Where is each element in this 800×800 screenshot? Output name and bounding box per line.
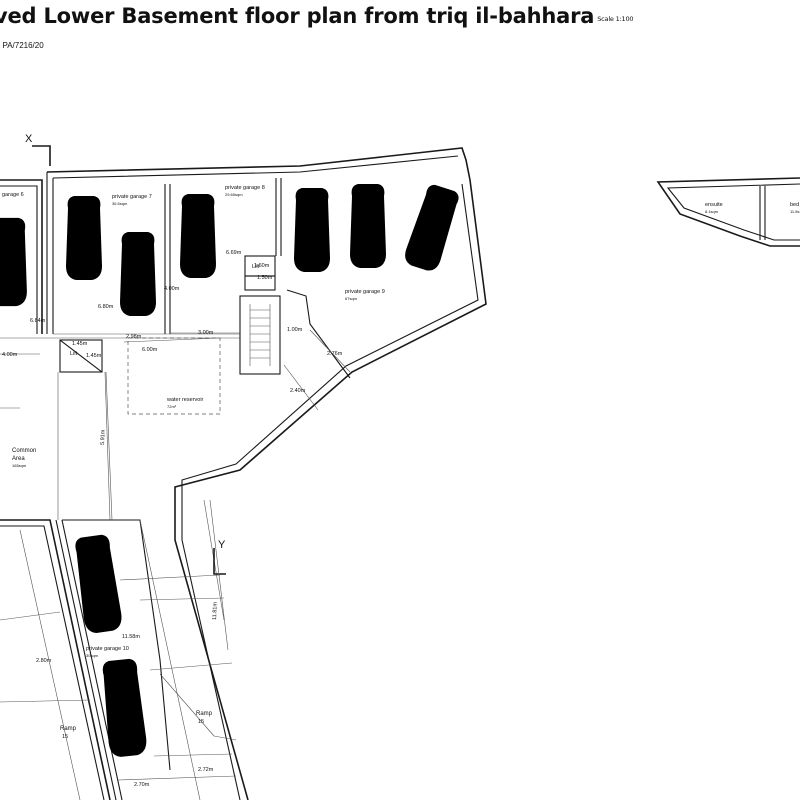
water-reservoir-volume: 72m³ bbox=[167, 404, 177, 409]
common-area-label-1: Common bbox=[12, 448, 36, 454]
ramp-left-ratio: 15 bbox=[62, 734, 68, 740]
ramp-right-ratio: 15 bbox=[198, 719, 204, 725]
dim-label: 2.76m bbox=[327, 351, 343, 357]
car-garage7-a bbox=[62, 196, 106, 280]
garage9-area: 67sqm bbox=[345, 296, 358, 301]
car-garage7-b bbox=[116, 232, 160, 316]
drawing-title: ved Lower Basement floor plan from triq … bbox=[0, 4, 634, 28]
garage10-area: 30sqm bbox=[86, 653, 99, 658]
car-garage9-a bbox=[290, 188, 334, 272]
dim-label: 5.91m bbox=[100, 429, 107, 445]
lift-right-label: Lift bbox=[252, 264, 260, 270]
garage6-label: garage 6 bbox=[2, 192, 24, 198]
dim-label: 6.00m bbox=[142, 347, 158, 353]
dim-label: 4.00m bbox=[2, 352, 18, 358]
dimension-labels: 6.84m 4.00m 6.80m 4.00m 6.69m 1.60m 1.50… bbox=[2, 250, 343, 788]
dim-label: 2.40m bbox=[290, 388, 306, 394]
dim-label: 6.84m bbox=[30, 318, 46, 324]
bed-area: 11.8s bbox=[790, 209, 800, 214]
dim-label: 1.50m bbox=[257, 275, 273, 281]
room-labels: garage 6 private garage 7 36.5sqm privat… bbox=[2, 185, 800, 740]
dim-label: 1.60m bbox=[254, 263, 270, 269]
dim-label: 2.72m bbox=[198, 767, 214, 773]
garage8-area: 29.65sqm bbox=[225, 192, 243, 197]
lift-left-label: Lift bbox=[70, 351, 78, 357]
dim-label: 11.58m bbox=[122, 634, 140, 640]
section-marker-x: X bbox=[25, 133, 51, 166]
garage10-label: private garage 10 bbox=[86, 646, 129, 652]
dim-label: 3.00m bbox=[198, 330, 214, 336]
title-text: ved Lower Basement floor plan from triq … bbox=[0, 4, 595, 28]
dim-label: 1.45m bbox=[72, 341, 88, 347]
ramp-left-label: Ramp bbox=[60, 726, 77, 732]
section-marker-x-label: X bbox=[25, 133, 33, 145]
garage7-area: 36.5sqm bbox=[112, 201, 128, 206]
dim-label: 2.70m bbox=[134, 782, 150, 788]
dim-label: 6.69m bbox=[226, 250, 242, 256]
garage7-label: private garage 7 bbox=[112, 194, 152, 200]
car-garage9-c bbox=[398, 181, 466, 275]
common-area-size: 165sqm bbox=[12, 463, 27, 468]
scale-note: Scale 1:100 bbox=[597, 15, 634, 23]
ramp-right-label: Ramp bbox=[196, 711, 213, 717]
car-garage8 bbox=[176, 194, 220, 278]
car-garage6 bbox=[0, 217, 32, 307]
garage9-label: private garage 9 bbox=[345, 289, 385, 295]
section-marker-y-label: Y bbox=[218, 539, 226, 551]
dim-label: 4.00m bbox=[164, 286, 180, 292]
upper-floor-fragment bbox=[656, 177, 800, 247]
dimension-lines bbox=[0, 329, 351, 651]
water-reservoir-label: water reservoir bbox=[166, 397, 204, 403]
dim-label: 1.00m bbox=[287, 327, 303, 333]
planning-reference: I PA/7216/20 bbox=[0, 41, 44, 50]
bed-label: bed bbox=[790, 202, 799, 208]
common-area-label-2: Area bbox=[12, 456, 25, 462]
garage8-label: private garage 8 bbox=[225, 185, 265, 191]
dim-label: 2.98m bbox=[126, 334, 142, 340]
dim-label: 6.80m bbox=[98, 304, 114, 310]
ensuite-label: ensuite bbox=[705, 202, 723, 208]
dim-label: 11.81m bbox=[212, 602, 219, 621]
dim-label: 1.45m bbox=[86, 353, 102, 359]
ensuite-area: 8.1sqm bbox=[705, 209, 719, 214]
outer-walls bbox=[0, 147, 487, 800]
car-garage9-b bbox=[346, 184, 390, 268]
dim-label: 2.80m bbox=[36, 658, 52, 664]
